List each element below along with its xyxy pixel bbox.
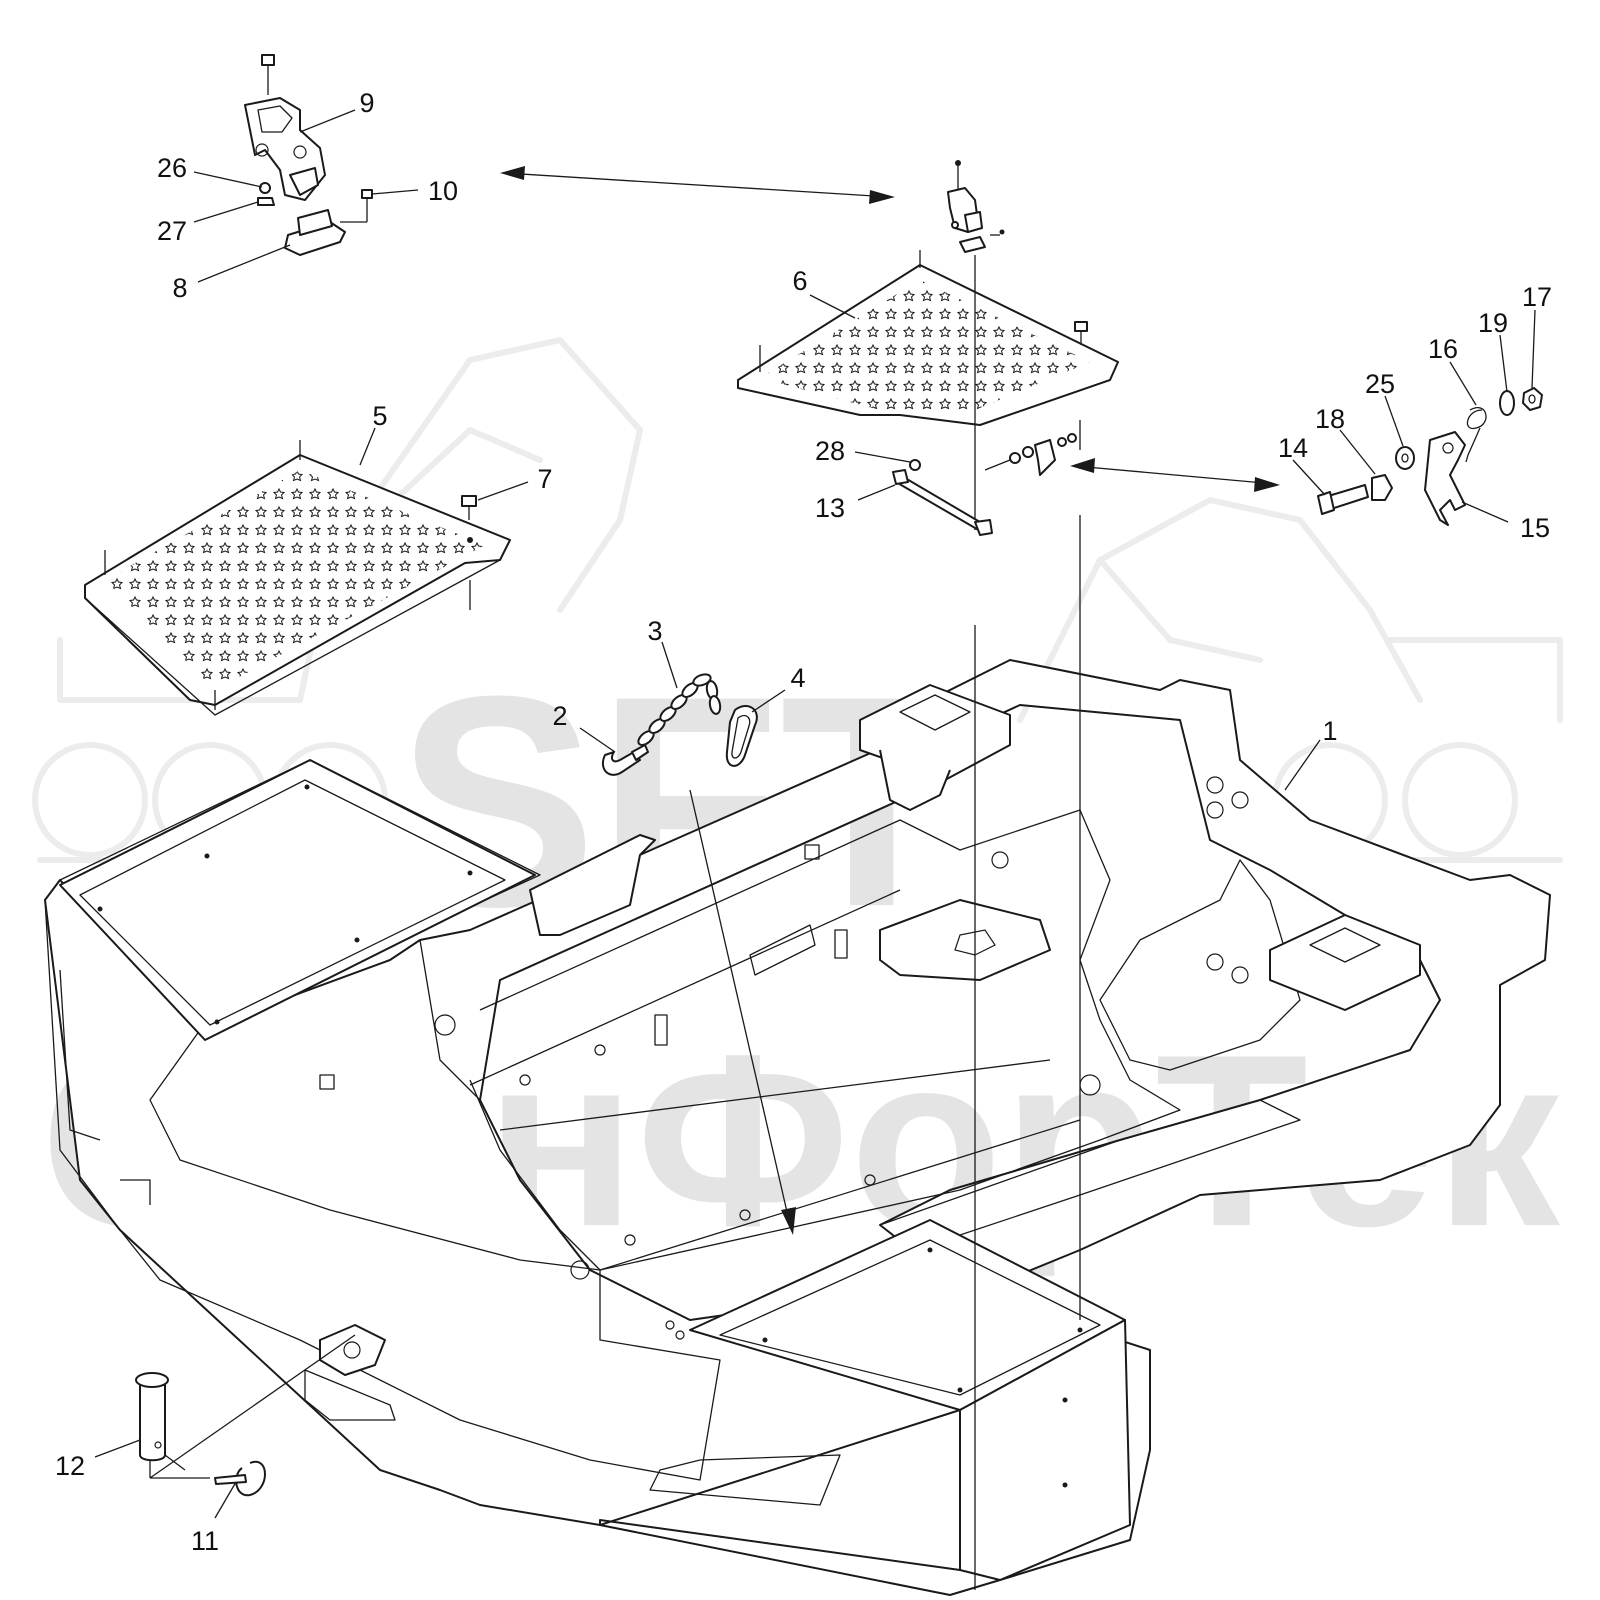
nut-17 xyxy=(1522,387,1543,411)
callout-8: 8 xyxy=(172,273,187,303)
rail-bolts xyxy=(1079,776,1249,1096)
hook-assembly xyxy=(1317,387,1543,526)
callout-1: 1 xyxy=(1322,716,1337,746)
callout-19: 19 xyxy=(1478,308,1508,338)
hook-15 xyxy=(1424,431,1466,526)
bushing-18 xyxy=(1371,474,1393,501)
callout-12: 12 xyxy=(55,1451,85,1481)
washer-25 xyxy=(1395,446,1415,470)
callout-3: 3 xyxy=(647,616,662,646)
callout-17: 17 xyxy=(1522,282,1552,312)
main-frame xyxy=(44,659,1551,1596)
callout-27: 27 xyxy=(157,216,187,246)
callout-15: 15 xyxy=(1520,513,1550,543)
callout-13: 13 xyxy=(815,493,845,523)
callout-25: 25 xyxy=(1365,369,1395,399)
callout-labels: 1 2 3 4 5 6 7 8 9 10 11 12 13 14 15 16 1… xyxy=(55,88,1552,1556)
callout-4: 4 xyxy=(790,663,805,693)
front-lower-slot xyxy=(649,1454,841,1506)
callout-10: 10 xyxy=(428,176,458,206)
callout-9: 9 xyxy=(359,88,374,118)
callout-11: 11 xyxy=(191,1526,219,1556)
bracket-left xyxy=(529,834,656,936)
spring-16 xyxy=(1465,407,1487,463)
callout-7: 7 xyxy=(537,464,552,494)
pin-kit xyxy=(135,1334,356,1497)
callout-5: 5 xyxy=(372,401,387,431)
bracket-center-leg xyxy=(879,749,951,811)
frame-right-rail xyxy=(879,659,1551,1296)
callout-6: 6 xyxy=(792,266,807,296)
callout-leaders xyxy=(94,109,1536,1519)
screw-7 xyxy=(461,495,477,520)
callout-2: 2 xyxy=(552,701,567,731)
assembly-lines xyxy=(500,166,1280,1590)
pin-12 xyxy=(139,1384,166,1462)
callout-28: 28 xyxy=(815,436,845,466)
tow-chain-kit xyxy=(602,673,758,776)
gas-spring-13 xyxy=(892,255,1077,536)
callout-14: 14 xyxy=(1278,433,1308,463)
washer-19 xyxy=(1499,390,1515,416)
mount-plate-middle xyxy=(879,899,1051,981)
callout-26: 26 xyxy=(157,153,187,183)
floor-plate-5 xyxy=(84,440,511,716)
front-cover-plate-left xyxy=(59,759,536,1041)
floor-plate-6 xyxy=(737,250,1119,450)
latch-9-detail xyxy=(244,54,373,256)
frame-center-web xyxy=(469,809,1181,1271)
latch-small xyxy=(947,160,1005,253)
callout-16: 16 xyxy=(1428,334,1458,364)
front-lower-bumper xyxy=(599,1409,961,1571)
chain-3 xyxy=(637,673,722,746)
frame-holes xyxy=(434,851,1009,1340)
callout-18: 18 xyxy=(1315,404,1345,434)
